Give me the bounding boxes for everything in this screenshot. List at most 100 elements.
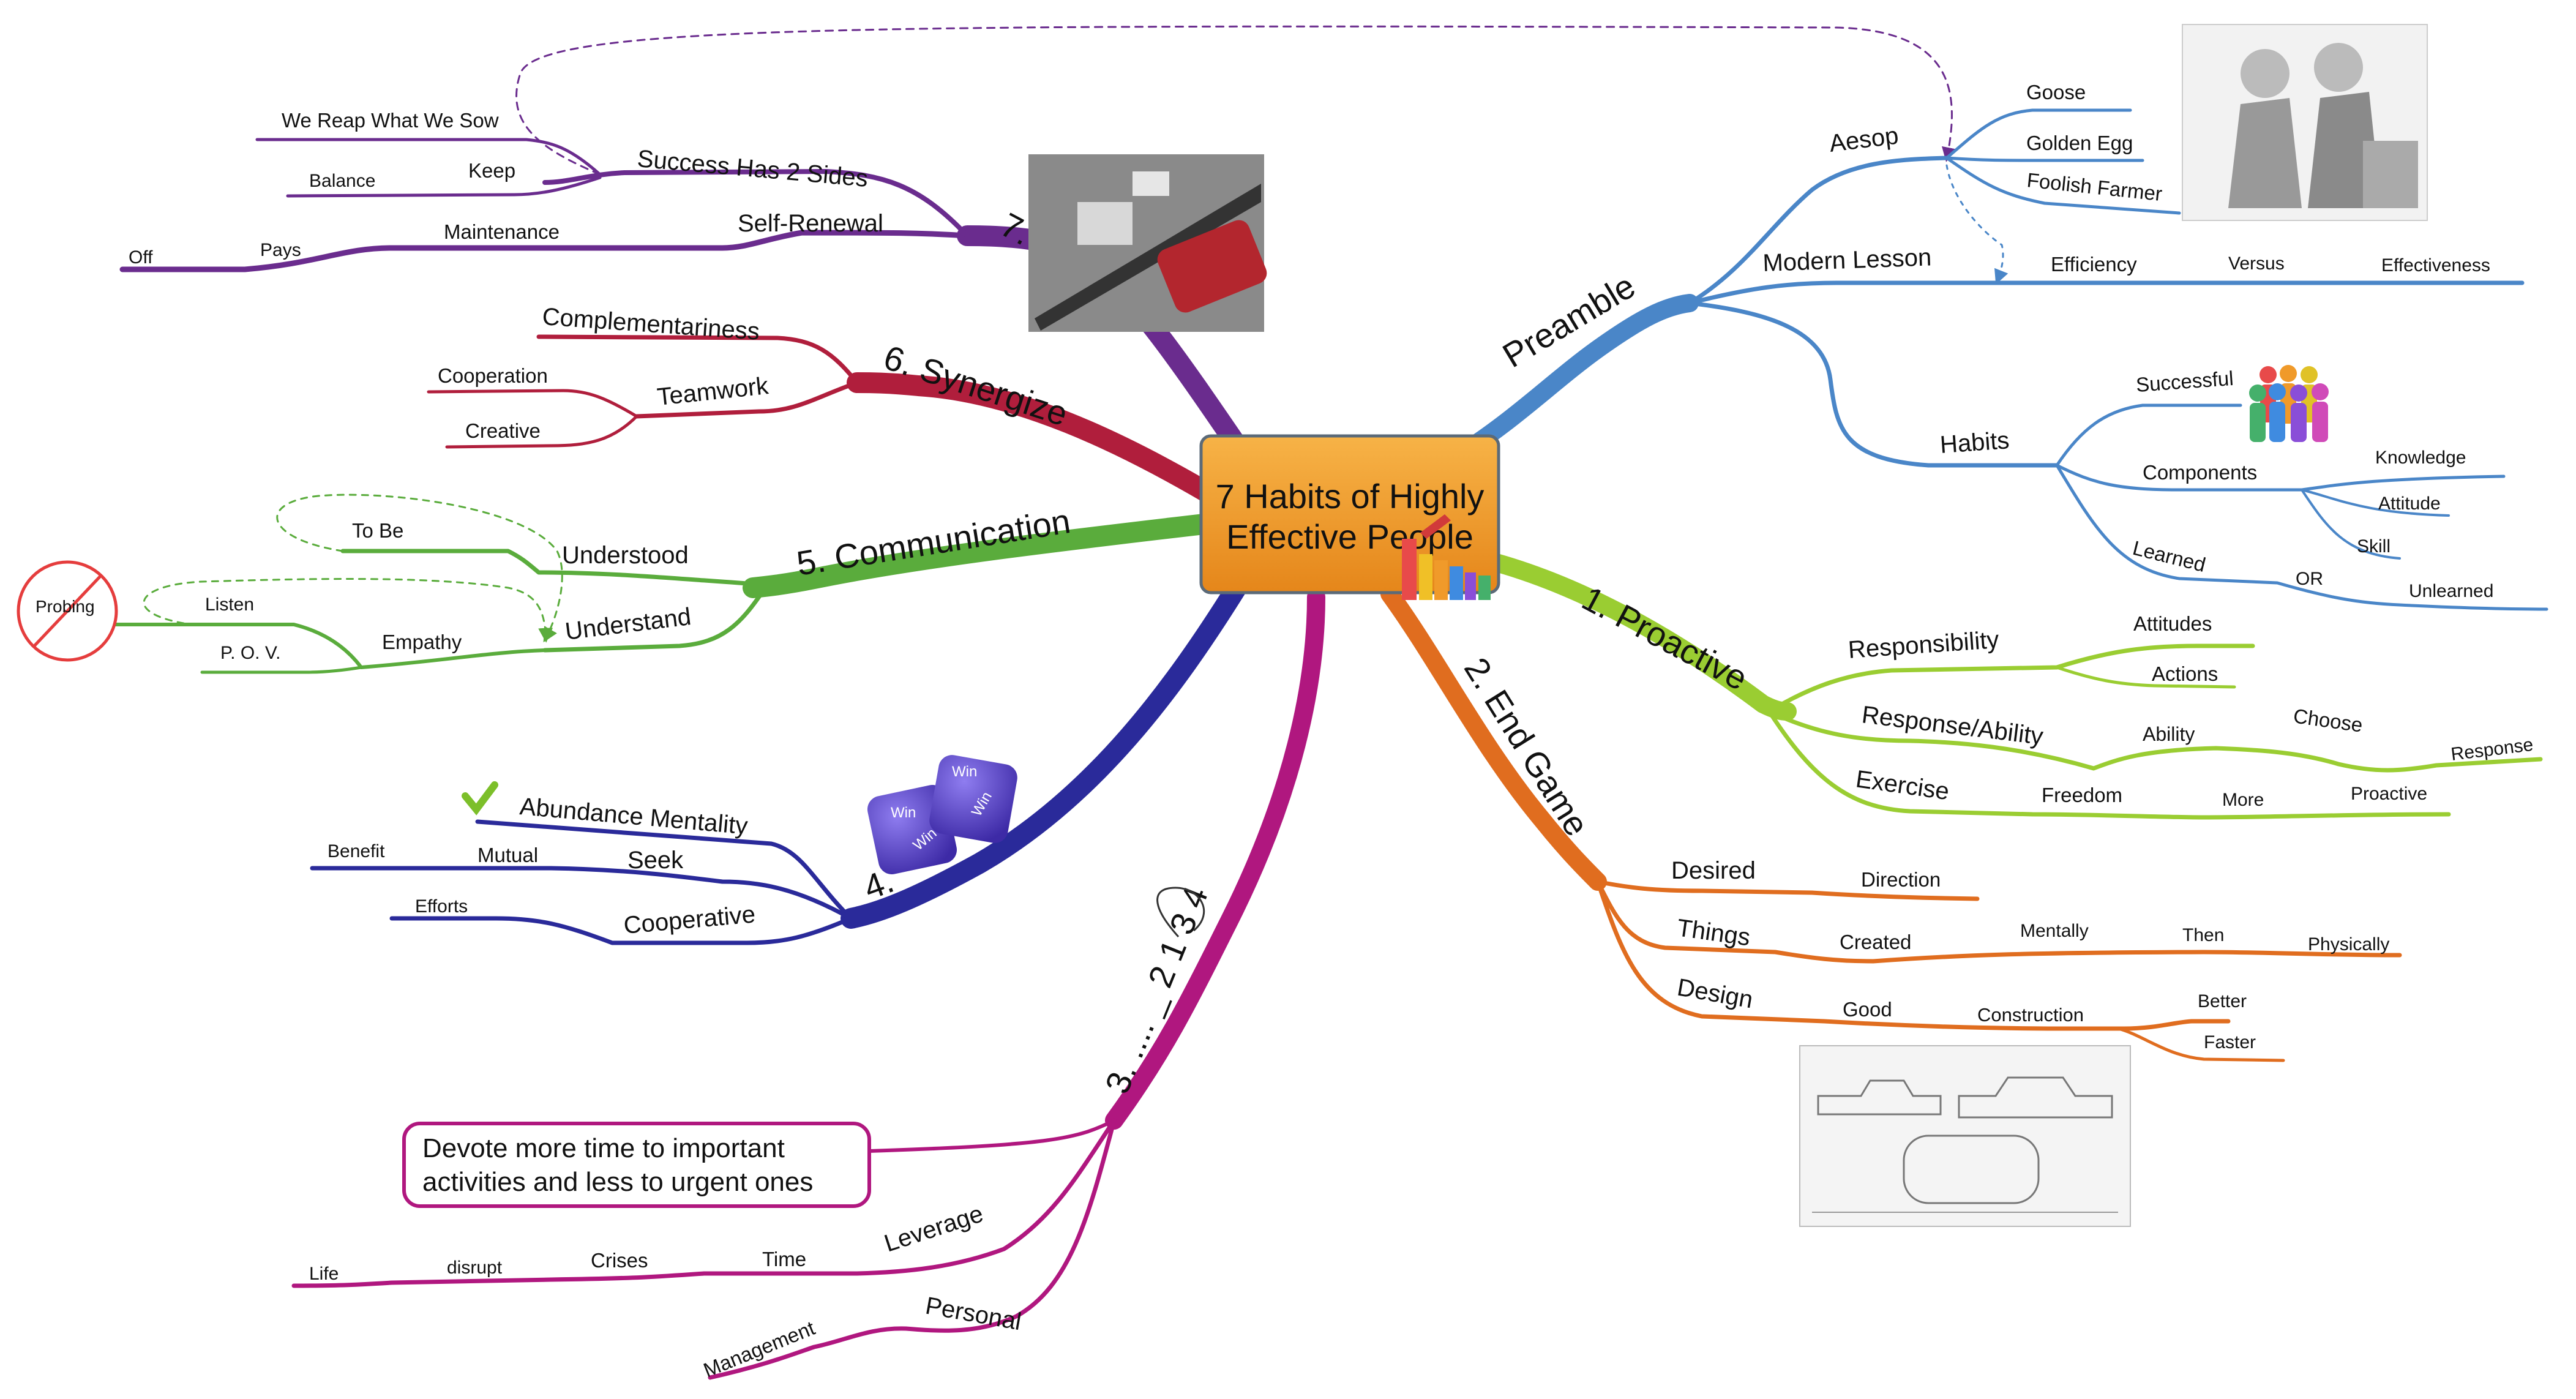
we-reap-line [255,138,602,176]
actions-label: Actions [2152,662,2218,685]
cooperative-line [389,916,853,945]
modern-lesson-label: Modern Lesson [1762,244,1932,277]
attitude-label: Attitude [2378,493,2441,514]
management-label: Management [700,1316,818,1381]
seek-line [310,866,853,921]
understood-line [340,549,768,587]
things-line [1595,879,2402,964]
aesop-label: Aesop [1828,122,1900,157]
self-renewal-label: Self-Renewal [738,210,883,237]
check-icon [462,781,498,816]
win-dice-icon: Win Win Win Win [867,755,1017,875]
callout-connector [867,1119,1116,1153]
versus-label: Versus [2228,253,2285,274]
cooperation-label: Cooperation [438,364,548,387]
keep-line [286,176,602,198]
things-label: Things [1676,914,1752,951]
benefit-label: Benefit [328,841,385,861]
teamwork-label: Teamwork [656,372,770,411]
preamble-main-line [1448,294,1699,465]
leverage-label: Leverage [881,1200,986,1257]
books-icon [1402,514,1491,600]
aesop-engraving-image [2182,24,2428,221]
response-ability-line [1767,709,2543,773]
to-be-label: To Be [352,519,403,542]
golden-egg-line [1945,156,2144,162]
personal-line [708,1118,1117,1380]
leverage-line [291,1118,1117,1288]
callout-line2: activities and less to urgent ones [422,1167,813,1197]
components-label: Components [2143,461,2257,484]
learned-line [2055,463,2548,611]
successful-line [2055,403,2242,467]
listen-loop [143,578,553,643]
pays-label: Pays [260,240,301,260]
priorities-callout-box [402,1122,871,1208]
understand-label: Understand [564,603,693,645]
aesop-line [1687,156,1949,306]
effectiveness-label: Effectiveness [2381,255,2490,276]
people-icon [2249,365,2329,442]
faster-label: Faster [2204,1032,2256,1052]
aesop-to-lesson-link [1945,164,2009,285]
self-renewal-line [119,230,970,272]
communication-label: 5. Communication [794,501,1073,583]
success-label: Success Has 2 Sides [636,145,869,192]
mentally-label: Mentally [2020,921,2089,941]
branch-communication: 5. Communication Understood To Be Unders… [17,493,1219,674]
ability-label: Ability [2143,723,2195,745]
empathy-label: Empathy [382,631,462,653]
teamwork-line [634,380,859,419]
attitudes-label: Attitudes [2133,612,2212,635]
unlearned-label: Unlearned [2409,581,2493,601]
skill-label: Skill [2357,536,2391,557]
success-line [542,169,970,238]
complementariness-line [536,334,859,385]
maintenance-label: Maintenance [444,220,560,243]
svg-text:Win: Win [952,763,977,780]
goose-line [1945,108,2132,160]
components-line [2055,463,2506,492]
listen-label: Listen [205,594,254,615]
faster-line [2116,1027,2285,1062]
goose-label: Goose [2026,81,2086,103]
reap-to-aesop-link [515,25,1956,176]
habits-label: Habits [1939,427,2010,459]
winwin-main-line [841,577,1247,929]
proactive-label: 1. Proactive [1576,579,1754,697]
or-label: OR [2296,569,2323,589]
branch-renewal: 7. Success Has 2 Sides We Reap What We S… [119,25,1956,482]
better-label: Better [2198,991,2247,1011]
actions-line [2055,666,2236,689]
created-label: Created [1840,931,1911,953]
mutual-label: Mutual [477,844,538,866]
empathy-listen-line [23,623,547,669]
sharpener-image [1028,154,1267,332]
communication-main-line [743,513,1219,598]
design-line [1595,879,2231,1031]
successful-label: Successful [2135,367,2234,396]
abundance-line [475,819,853,921]
preamble-label: Preamble [1496,266,1642,375]
efficiency-label: Efficiency [2051,253,2137,276]
keep-label: Keep [468,159,515,182]
physically-label: Physically [2308,934,2389,955]
desired-label: Desired [1671,857,1756,884]
knowledge-label: Knowledge [2375,448,2466,468]
seek-label: Seek [627,847,684,874]
central-topic[interactable]: 7 Habits of Highly Effective People [1199,434,1500,600]
branch-winwin: 4. Abundance Mentality Seek Mutual Benef… [310,577,1247,945]
life-label: Life [309,1264,339,1284]
exercise-line [1767,709,2451,820]
creative-label: Creative [465,419,541,442]
branch-proactive: 1. Proactive Responsibility Attitudes Ac… [1478,551,2543,820]
understand-line [542,585,768,653]
off-label: Off [129,247,153,268]
pov-line [200,666,363,674]
attitude-line [2301,489,2450,517]
swap-arrow-icon [1156,887,1205,938]
modern-lesson-line [1687,280,2525,306]
proactive-leaf-label: Proactive [2351,784,2427,804]
responsibility-label: Responsibility [1848,626,2000,664]
